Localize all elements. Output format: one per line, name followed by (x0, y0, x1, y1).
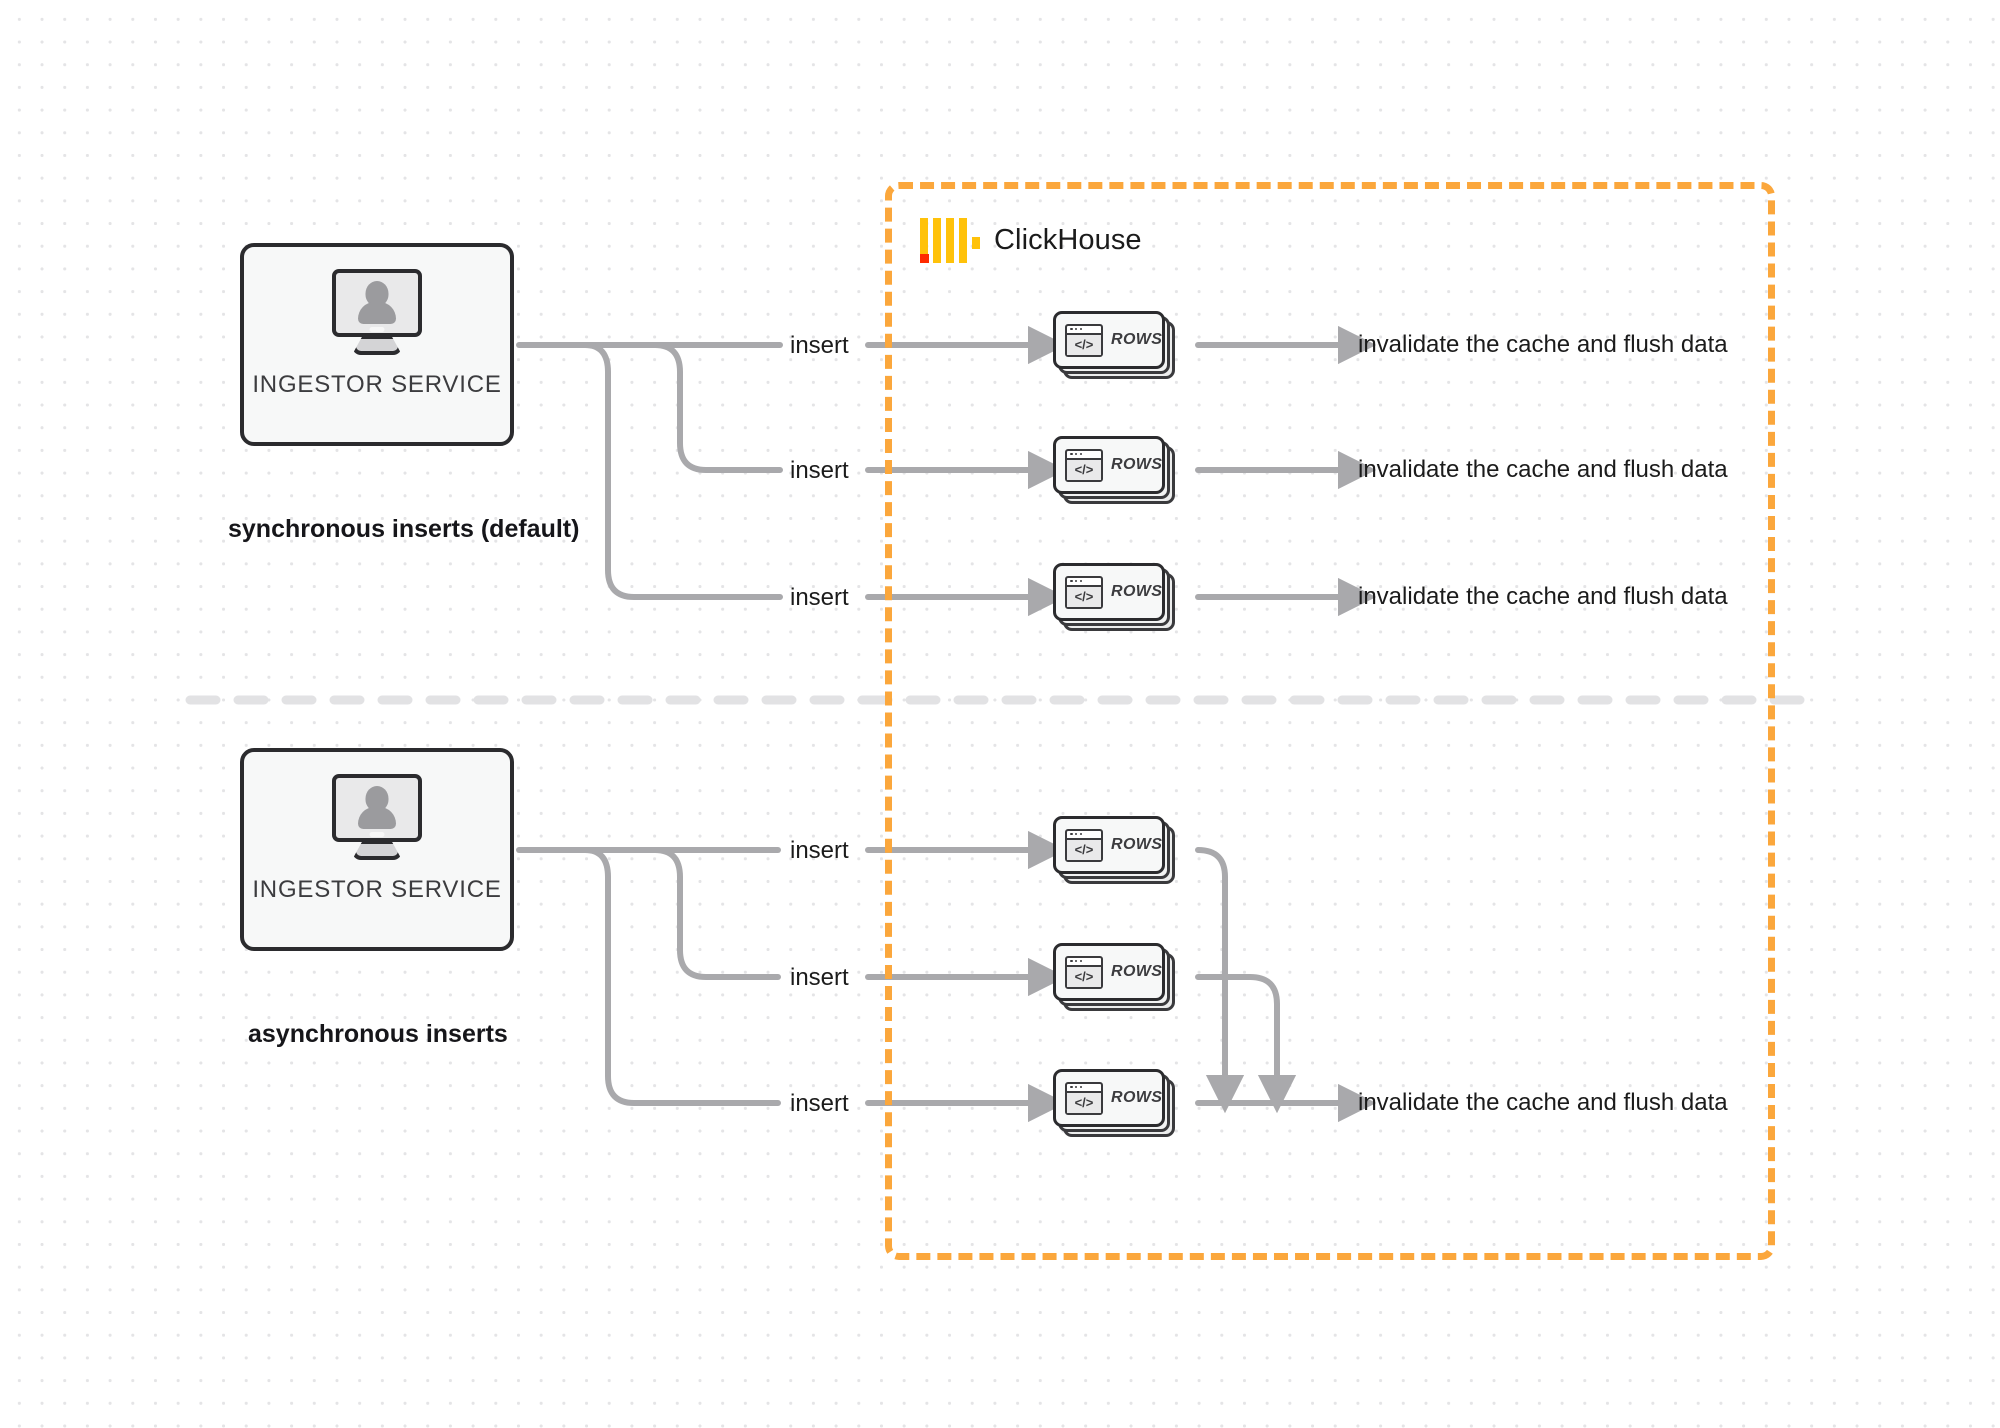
clickhouse-header: ClickHouse (920, 218, 1142, 263)
rows-card-label: ROWS (1111, 331, 1163, 348)
insert-label-sync-2: insert (790, 457, 849, 484)
code-window-icon: </> (1065, 828, 1103, 862)
clickhouse-logo (920, 218, 980, 263)
ingestor-service-label: INGESTOR SERVICE (252, 876, 502, 903)
insert-label-async-1: insert (790, 837, 849, 864)
rows-card-sync-3[interactable]: </> ROWS (1053, 563, 1175, 631)
code-window-icon: </> (1065, 1081, 1103, 1115)
result-label-async-merged: invalidate the cache and flush data (1358, 1089, 1728, 1116)
code-window-icon: </> (1065, 955, 1103, 989)
rows-card-label: ROWS (1111, 456, 1163, 473)
ingestor-service-node-synchronous[interactable]: INGESTOR SERVICE (240, 243, 514, 446)
ingestor-service-node-asynchronous[interactable]: INGESTOR SERVICE (240, 748, 514, 951)
clickhouse-boundary (885, 182, 1775, 1260)
rows-card-label: ROWS (1111, 963, 1163, 980)
code-window-icon: </> (1065, 448, 1103, 482)
rows-card-label: ROWS (1111, 836, 1163, 853)
user-monitor-icon (328, 269, 426, 355)
ingestor-service-label: INGESTOR SERVICE (252, 371, 502, 398)
caption-asynchronous-inserts: asynchronous inserts (248, 1020, 508, 1048)
insert-label-sync-3: insert (790, 584, 849, 611)
insert-label-async-3: insert (790, 1090, 849, 1117)
caption-synchronous-inserts: synchronous inserts (default) (228, 515, 580, 543)
rows-card-async-3[interactable]: </> ROWS (1053, 1069, 1175, 1137)
result-label-sync-3: invalidate the cache and flush data (1358, 583, 1728, 610)
insert-label-sync-1: insert (790, 332, 849, 359)
result-label-sync-2: invalidate the cache and flush data (1358, 456, 1728, 483)
rows-card-sync-2[interactable]: </> ROWS (1053, 436, 1175, 504)
insert-label-async-2: insert (790, 964, 849, 991)
rows-card-label: ROWS (1111, 583, 1163, 600)
result-label-sync-1: invalidate the cache and flush data (1358, 331, 1728, 358)
rows-card-sync-1[interactable]: </> ROWS (1053, 311, 1175, 379)
rows-card-async-2[interactable]: </> ROWS (1053, 943, 1175, 1011)
rows-card-label: ROWS (1111, 1089, 1163, 1106)
user-monitor-icon (328, 774, 426, 860)
rows-card-async-1[interactable]: </> ROWS (1053, 816, 1175, 884)
clickhouse-title: ClickHouse (994, 224, 1142, 256)
code-window-icon: </> (1065, 575, 1103, 609)
code-window-icon: </> (1065, 323, 1103, 357)
